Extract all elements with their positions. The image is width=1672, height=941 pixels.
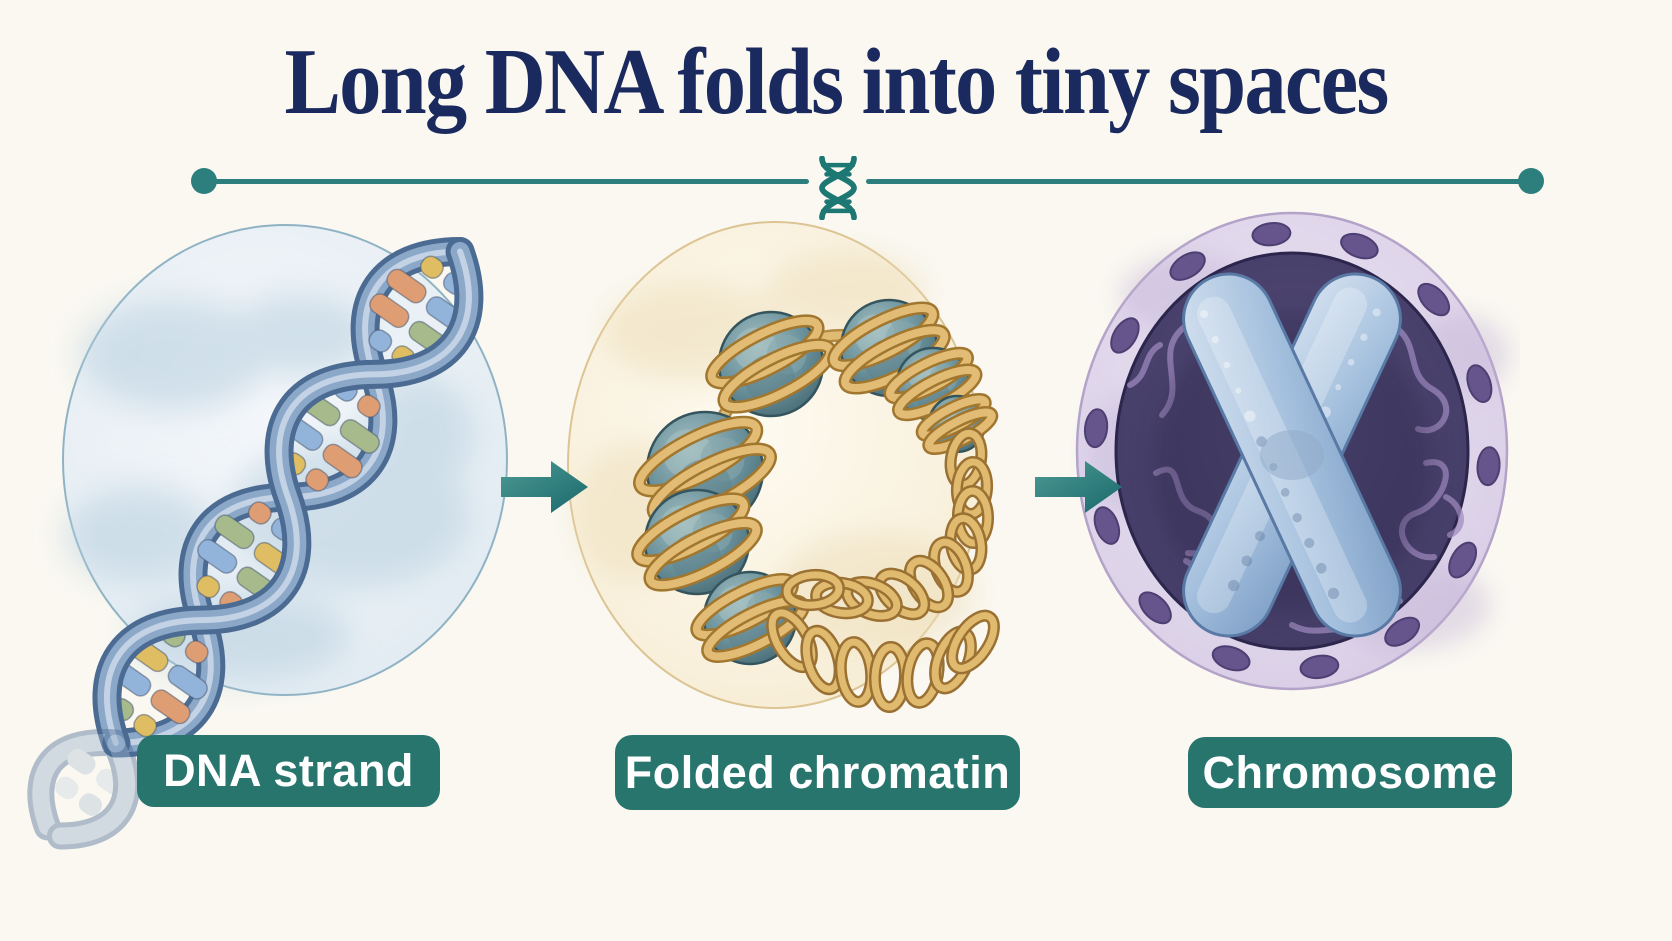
centromere — [1260, 430, 1324, 480]
nuclear-pores — [1083, 222, 1501, 680]
stage-label-text: Folded chromatin — [624, 746, 1011, 798]
divider-dot-left — [191, 168, 217, 194]
divider-line-left — [203, 179, 809, 184]
stage-label-folded-chromatin: Folded chromatin — [615, 735, 1020, 810]
dna-double-helix — [15, 224, 500, 859]
divider-dot-right — [1518, 168, 1544, 194]
stage-label-chromosome: Chromosome — [1188, 737, 1512, 808]
arrow-right-icon — [501, 461, 588, 513]
coiled-fiber-rings — [766, 427, 1000, 713]
folded-chromatin-illustration — [567, 221, 1000, 713]
chromosome-illustration — [1075, 211, 1510, 691]
arrow-right-icon — [1035, 461, 1122, 513]
stage-label-dna-strand: DNA strand — [137, 735, 440, 807]
stage-label-text: Chromosome — [1202, 746, 1498, 798]
x-chromosome — [1182, 272, 1402, 638]
nucleosome-beads — [631, 298, 999, 666]
faded-helix-tail — [19, 719, 150, 856]
stage-label-text: DNA strand — [163, 745, 414, 796]
page-title: Long DNA folds into tiny spaces — [284, 30, 1390, 134]
dna-strand-illustration — [0, 215, 530, 860]
divider-line-right — [866, 179, 1531, 184]
dna-helix-icon — [819, 156, 857, 220]
